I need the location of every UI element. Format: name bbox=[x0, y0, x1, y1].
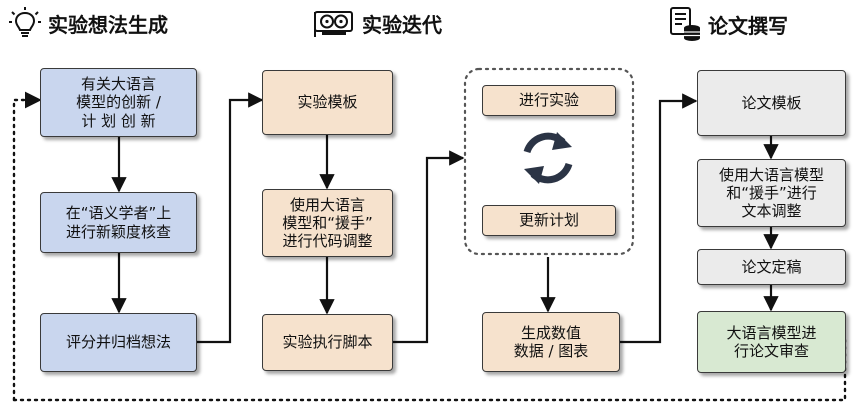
node-llm-idea-generation: 有关大语言 模型的创新 / 计 划 创 新 bbox=[40, 68, 197, 137]
node-experiment-script: 实验执行脚本 bbox=[262, 314, 393, 371]
header-experiment-iteration: 实验迭代 bbox=[312, 6, 442, 40]
header-idea-generation: 实验想法生成 bbox=[8, 6, 168, 40]
feedback-loop-line bbox=[12, 91, 42, 402]
node-run-experiment: 进行实验 bbox=[482, 85, 616, 116]
document-database-icon bbox=[670, 7, 700, 41]
arrow-data-to-paper-template bbox=[620, 93, 698, 344]
node-experiment-template: 实验模板 bbox=[262, 70, 393, 135]
header-experiment-iteration-label: 实验迭代 bbox=[362, 12, 442, 37]
header-paper-writing-label: 论文撰写 bbox=[708, 13, 788, 38]
experiment-cycle-group bbox=[463, 67, 635, 256]
node-novelty-check: 在“语义学者”上 进行新颖度核查 bbox=[40, 192, 197, 253]
node-score-archive-ideas: 评分并归档想法 bbox=[40, 313, 197, 372]
node-numeric-data-plots: 生成数值 数据 / 图表 bbox=[482, 312, 620, 372]
node-code-adjustment: 使用大语言 模型和“援手” 进行代码调整 bbox=[262, 189, 393, 257]
node-update-plan: 更新计划 bbox=[482, 205, 616, 236]
arrow-score-to-template bbox=[197, 92, 264, 344]
node-paper-finalize: 论文定稿 bbox=[697, 249, 846, 285]
node-llm-paper-review: 大语言模型进 行论文审查 bbox=[697, 311, 846, 373]
node-paper-template: 论文模板 bbox=[697, 70, 846, 136]
arrow-script-to-cycle bbox=[393, 150, 465, 344]
cycle-arrows-icon bbox=[523, 132, 573, 184]
node-text-adjustment: 使用大语言模型 和“援手”进行 文本调整 bbox=[697, 159, 846, 227]
graphics-card-icon bbox=[314, 11, 353, 37]
header-idea-generation-label: 实验想法生成 bbox=[48, 12, 168, 37]
lightbulb-icon bbox=[9, 7, 41, 37]
header-paper-writing: 论文撰写 bbox=[668, 6, 788, 42]
